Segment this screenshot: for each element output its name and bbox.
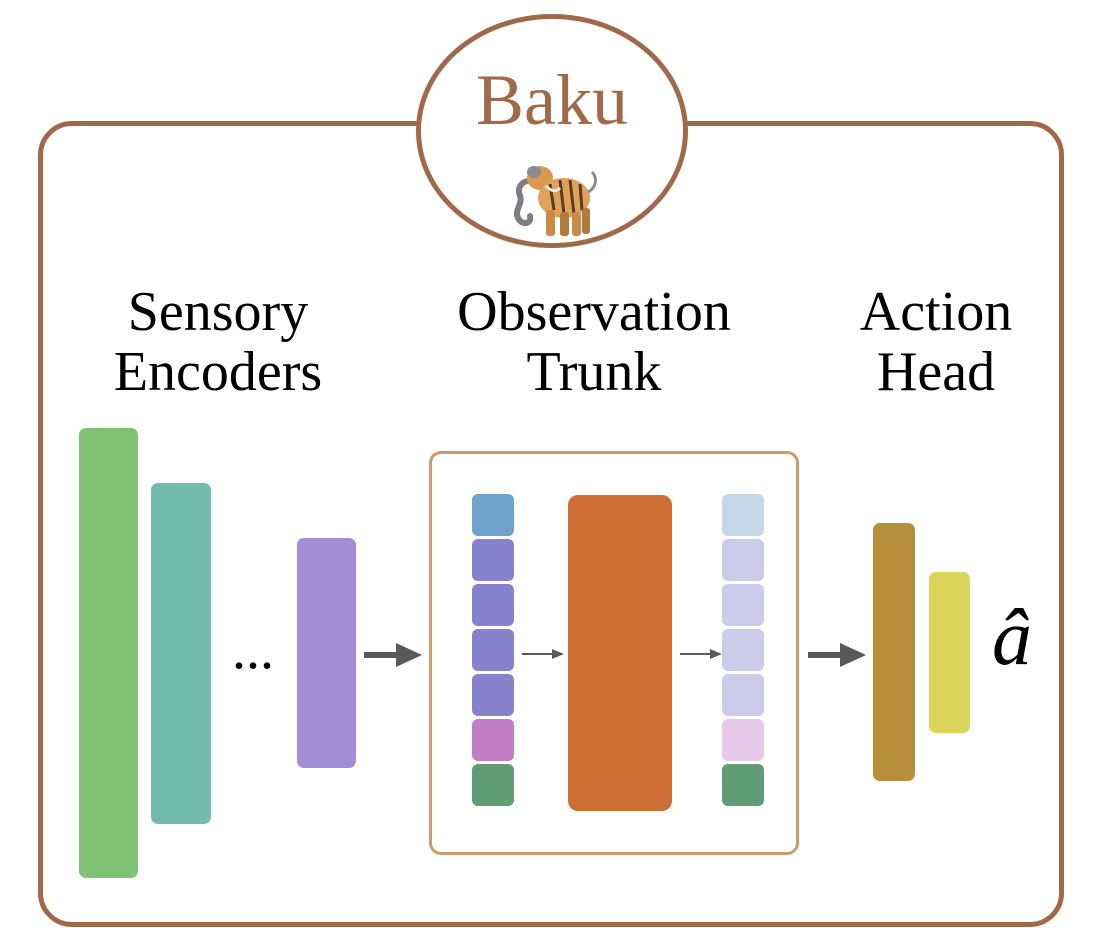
input-token-4 (472, 629, 514, 671)
trunk-label-line2: Trunk (526, 341, 662, 403)
action-label-line2: Head (876, 341, 996, 403)
sensory-encoders-label: Sensory Encoders (100, 282, 336, 402)
sensory-label-line1: Sensory (127, 281, 309, 343)
output-token-2 (722, 539, 764, 581)
input-token-2 (472, 539, 514, 581)
ellipsis: ... (232, 619, 274, 681)
input-token-7 (472, 764, 514, 806)
action-head-block-1 (873, 523, 915, 781)
input-token-5 (472, 674, 514, 716)
input-token-6 (472, 719, 514, 761)
encoder-block-3 (297, 538, 356, 768)
output-token-3 (722, 584, 764, 626)
output-token-4 (722, 629, 764, 671)
output-token-7 (722, 764, 764, 806)
output-token-5 (722, 674, 764, 716)
tokens-to-core-arrow (522, 649, 564, 659)
action-label-line1: Action (859, 281, 1013, 343)
input-token-1 (472, 494, 514, 536)
action-head-label: Action Head (846, 282, 1026, 402)
encoder-block-2 (151, 483, 211, 824)
trunk-to-head-arrow (808, 643, 866, 667)
predicted-action-symbol: â (992, 594, 1032, 682)
output-token-1 (722, 494, 764, 536)
output-token-6 (722, 719, 764, 761)
sensory-label-line2: Encoders (113, 341, 323, 403)
action-head-block-2 (929, 572, 970, 733)
observation-trunk-box (429, 451, 799, 855)
observation-trunk-label: Observation Trunk (444, 282, 744, 402)
core-to-tokens-arrow (680, 649, 722, 659)
encoder-to-trunk-arrow (364, 643, 422, 667)
encoder-block-1 (79, 428, 138, 878)
trunk-label-line1: Observation (457, 281, 731, 343)
diagram-title: Baku (476, 60, 628, 140)
tiger-elephant-mascot-icon (514, 166, 597, 236)
input-token-3 (472, 584, 514, 626)
transformer-core-block (568, 495, 672, 811)
